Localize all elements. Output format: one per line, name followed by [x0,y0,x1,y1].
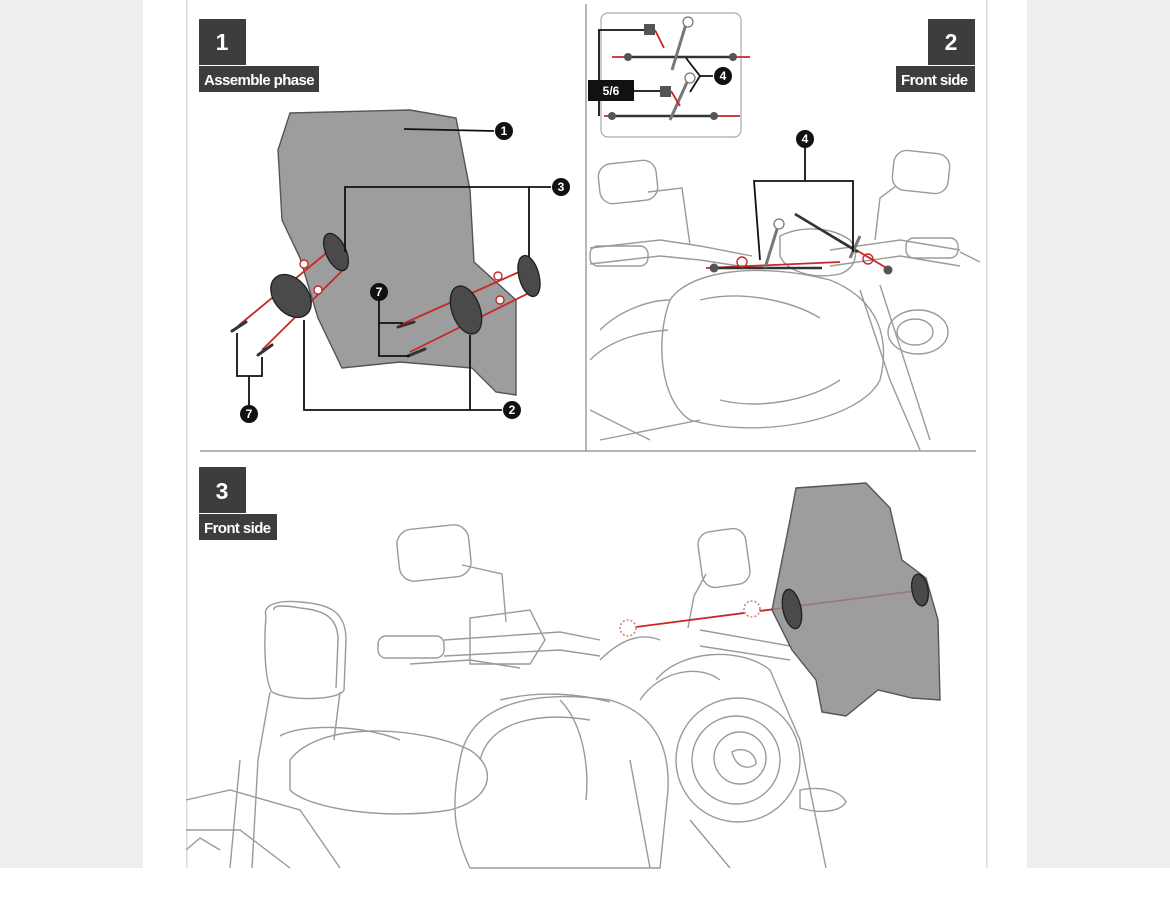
screw [396,320,416,329]
svg-text:2: 2 [509,403,516,417]
hardware-detail-inset [600,12,750,138]
windshield-install [771,482,941,717]
left-margin [0,0,143,921]
motorcycle-full-lineart [185,524,847,869]
svg-text:7: 7 [246,407,253,421]
step-label: Front side [901,72,968,89]
clamp-plate-right [910,573,930,607]
svg-text:7: 7 [376,285,383,299]
callout-screw: 7 [370,283,388,301]
step-badge-2: 2 Front side [896,19,975,92]
mount-point [619,619,637,637]
callout-mount-arm: 4 [796,130,814,148]
clamp-plate-left [781,588,803,630]
clamp-plate-left [270,273,312,319]
mount-point [743,600,761,618]
callout-mount-arm: 4 [714,67,732,85]
panel-front-side-mount: 2 Front side 5/6 [588,12,981,451]
svg-text:4: 4 [720,69,727,83]
clamp-plate-right [449,285,483,335]
svg-text:4: 4 [802,132,809,146]
step-badge-1: 1 Assemble phase [199,19,319,92]
callout-screw: 7 [240,405,258,423]
callout-clamp-plate: 2 [503,401,521,419]
callout-bracket: 3 [552,178,570,196]
screw [256,343,274,357]
bottom-strip [0,868,1170,921]
step-badge-3: 3 Front side [199,467,277,540]
bracket-right [517,254,541,298]
step-number: 1 [216,29,229,55]
step-number: 2 [945,29,958,55]
motorcycle-front-lineart [589,149,981,451]
svg-text:1: 1 [501,124,508,138]
screw [406,347,427,358]
callout-windshield: 1 [495,122,513,140]
svg-text:3: 3 [558,180,565,194]
windshield-part [277,109,517,396]
screw [230,320,248,333]
svg-text:5/6: 5/6 [603,84,620,98]
step-label: Front side [204,520,271,537]
right-margin [1027,0,1170,921]
step-label: Assemble phase [204,72,314,89]
panel-front-side-install: 3 Front side [185,467,941,869]
callout-hardware-set: 5/6 [588,80,634,101]
panel-assemble-phase: 1 Assemble phase 1 [199,19,570,423]
step-number: 3 [216,478,229,504]
